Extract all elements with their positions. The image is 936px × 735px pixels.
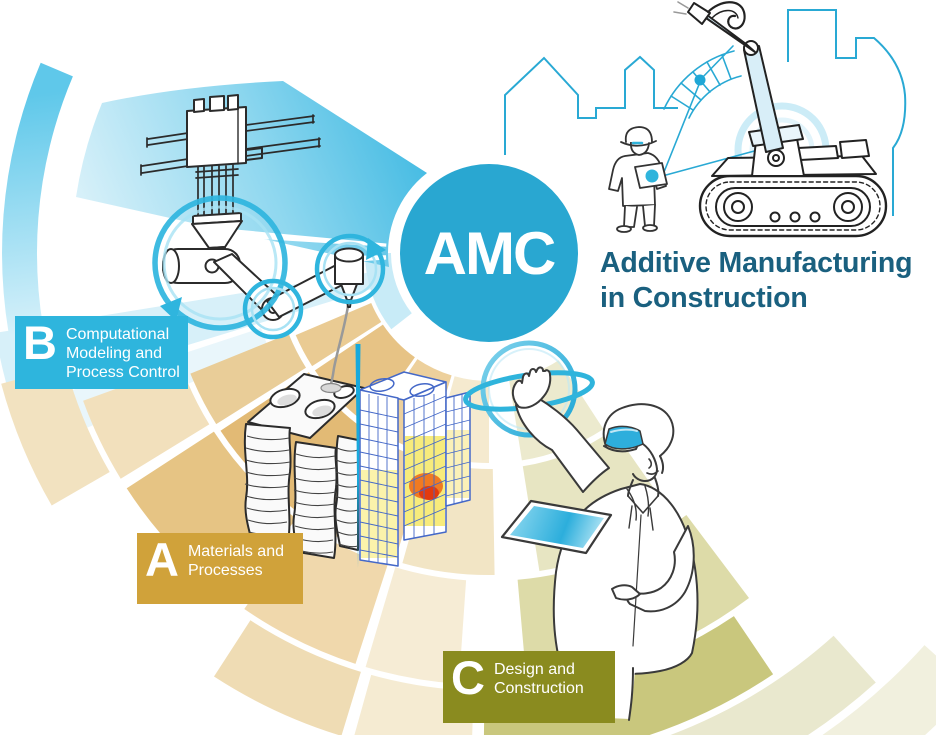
city-skyline-icon (504, 9, 907, 216)
scan-divider-icon (355, 344, 361, 568)
title-line1: Additive Manufacturing (600, 247, 913, 279)
title-line2: in Construction (600, 282, 808, 314)
page-title: Additive Manufacturing in Construction (600, 246, 912, 316)
amc-logo-circle: AMC (400, 164, 578, 342)
tracked-robot-excavator-icon (663, 1, 888, 238)
digital-twin-wireframe-icon (359, 371, 471, 567)
area-text-c: Design and Construction (493, 661, 584, 698)
area-text-a: Materials and Processes (187, 543, 284, 580)
robotic-arm-rotation-icon (152, 195, 386, 340)
area-letter-c: C (451, 651, 485, 704)
area-label-c: C Design and Construction (443, 651, 615, 723)
area-label-a: A Materials and Processes (137, 533, 303, 604)
worker-with-tablet-icon (608, 126, 668, 233)
area-text-b: Computational Modeling and Process Contr… (65, 326, 180, 382)
area-letter-b: B (23, 316, 57, 369)
amc-logo-text: AMC (423, 219, 557, 287)
area-label-b: B Computational Modeling and Process Con… (15, 316, 188, 389)
area-letter-a: A (145, 533, 179, 586)
